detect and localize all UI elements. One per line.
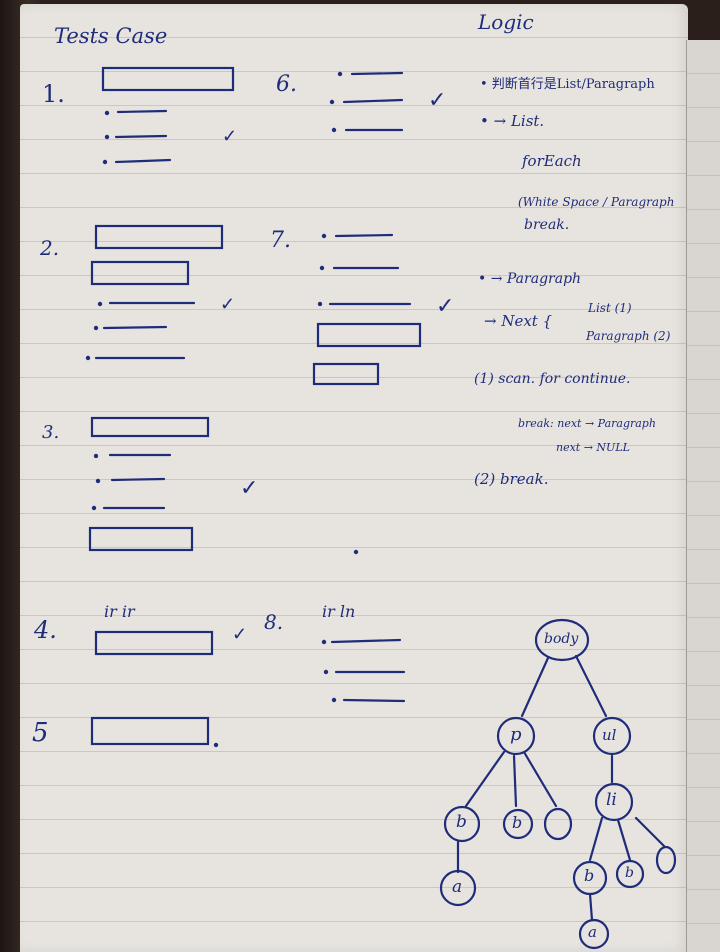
tree-node-b1 [443,805,481,843]
case-1-paragraph-box [101,66,235,92]
logic-line-5: • → Paragraph [478,271,582,287]
case-8-number: 8. [264,610,284,634]
logic-line-4a: (White Space / Paragraph [518,195,675,209]
tree-label-li: li [606,790,617,810]
case-3-number: 3. [42,422,60,443]
case-2-number: 2. [40,236,60,260]
tree-node-li [594,782,634,822]
logic-line-8b: next → NULL [556,441,630,454]
tree-node-body [534,618,590,662]
case-4-check: ✓ [232,624,248,645]
case-5-number: 5 [32,718,49,748]
logic-title: Logic [478,10,534,34]
tree-node-b2 [502,808,534,840]
tree-node-a2 [578,918,610,950]
tree-node-b4 [615,859,645,889]
tests-case-title: Tests Case [54,24,168,48]
tree-node-ul [592,716,632,756]
tree-label-b4: b [625,865,634,881]
case-4-number: 4. [34,616,57,644]
tree-label-body: body [544,631,579,647]
logic-line-6-prefix: → Next { [484,312,553,330]
case-8-tag: ir ln [322,602,356,621]
logic-line-8a: break: next → Paragraph [518,417,656,430]
tree-label-b3: b [584,866,595,885]
logic-line-3: forEach [522,152,582,170]
case-6-check: ✓ [428,88,447,113]
tree-node-a1 [439,869,477,907]
tree-node-p [496,716,536,756]
case-3-check: ✓ [240,476,259,501]
case-7-check: ✓ [436,294,455,319]
case-2-check: ✓ [220,294,236,315]
tree-label-p: p [510,724,522,745]
tree-label-a2: a [588,923,597,941]
tree-node-empty-1 [543,807,573,841]
logic-line-4b: break. [524,217,570,233]
logic-line-2: • → List. [480,112,545,130]
logic-line-1: • 判断首行是List/Paragraph [480,77,655,92]
case-1-number: 1. [42,80,65,108]
tree-label-a1: a [452,877,463,897]
logic-line-7: (1) scan. for continue. [474,371,631,387]
tree-node-empty-2 [655,845,677,875]
tree-label-b1: b [456,812,467,832]
case-6-number: 6. [276,72,297,97]
tree-node-b3 [572,860,608,896]
logic-line-9: (2) break. [474,470,549,488]
case-1-check: ✓ [222,126,238,147]
case-7-number: 7. [270,228,291,253]
case-4-tag: ir ir [104,602,135,621]
tree-label-b2: b [512,813,523,832]
tree-label-ul: ul [602,726,617,744]
next-page-edge [686,40,720,952]
logic-line-6b: Paragraph (2) [586,329,671,343]
logic-line-6a: List (1) [588,301,632,315]
